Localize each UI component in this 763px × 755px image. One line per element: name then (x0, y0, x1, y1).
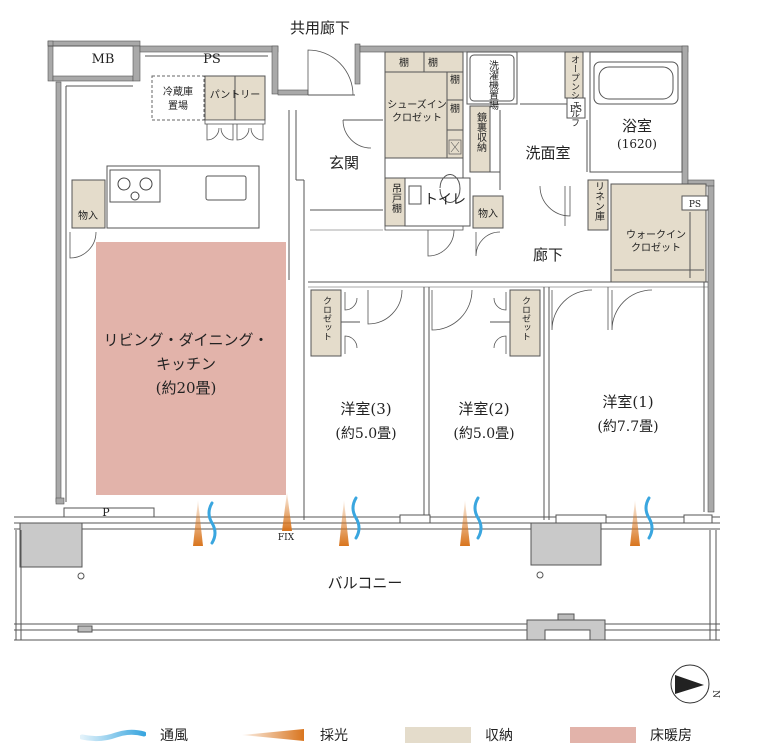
ldk-storage (71, 179, 106, 229)
washer-label: 洗濯機置場 (487, 60, 499, 111)
ldk-label-2: キッチン (156, 355, 216, 373)
mirror-storage-label: 鏡裏収納 (475, 111, 487, 153)
light-icon (242, 729, 304, 741)
common-corridor-label: 共用廊下 (290, 19, 350, 37)
room3-closet-label: クロゼット (321, 296, 332, 341)
legend-light: 採光 (240, 724, 348, 746)
entrance-label: 玄関 (329, 154, 359, 172)
room1-size: (約7.7畳) (597, 419, 658, 435)
room2 (431, 287, 550, 520)
room3-size: (約5.0畳) (335, 426, 396, 442)
fix-label: FIX (278, 533, 295, 543)
north-label: N (710, 690, 720, 698)
bathroom (586, 51, 683, 173)
shoes-closet (384, 51, 464, 231)
legend-light-label: 採光 (320, 728, 348, 744)
shoes-closet-label-1: シューズイン (387, 98, 447, 111)
north-compass (670, 664, 710, 704)
ps-bath (566, 97, 586, 119)
hanging-shelf-label: 吊戸棚 (390, 183, 402, 214)
legend-floor-heating-label: 床暖房 (650, 728, 692, 744)
room2-closet-label: クロゼット (520, 296, 531, 341)
pillar-left (19, 522, 83, 568)
ps-bath-label: PS (570, 105, 582, 115)
floor-plan: 共用廊下 MB PS 冷蔵庫 置場 パントリー 棚 棚 棚 棚 シューズイン ク… (14, 19, 720, 704)
ldk-size-label: (約20畳) (156, 379, 217, 397)
open-shelf-label: オープンシェルフ (569, 55, 580, 127)
room2-name: 洋室(2) (458, 400, 509, 418)
walkin-label-2: クロゼット (631, 242, 681, 254)
ps-label: PS (203, 52, 221, 67)
light-icon (339, 500, 349, 546)
room3 (310, 287, 430, 520)
sink (205, 175, 247, 201)
window-wall (14, 507, 720, 530)
legend-breeze: 通風 (80, 724, 188, 746)
hallway-label: 廊下 (533, 246, 563, 264)
breeze-icon (207, 501, 217, 545)
ldk-storage-label: 物入 (78, 209, 98, 222)
stove (109, 169, 161, 203)
breeze-icon (80, 729, 146, 742)
linen-label: リネン庫 (593, 181, 605, 222)
fridge-label-2: 置場 (168, 99, 188, 112)
legend-floor-heating: 床暖房 (570, 724, 692, 746)
light-icon (282, 492, 292, 531)
room1-name: 洋室(1) (602, 393, 653, 411)
outer-walls (47, 40, 715, 513)
floor-heating-swatch (570, 727, 636, 743)
mb-label: MB (92, 52, 115, 67)
bath-label: 浴室 (622, 117, 652, 135)
legend-storage: 収納 (405, 724, 513, 746)
fridge-label-1: 冷蔵庫 (163, 85, 193, 98)
breeze-markers (207, 496, 654, 545)
shoes-closet-label-2: クロゼット (392, 112, 442, 124)
light-markers (193, 492, 640, 546)
legend: 通風 採光 収納 床暖房 (0, 722, 763, 752)
toilet-label: トイレ (424, 192, 466, 208)
shelf-label-2: 棚 (428, 56, 438, 69)
light-icon (193, 500, 203, 546)
room1 (551, 287, 653, 331)
legend-breeze-label: 通風 (160, 728, 188, 744)
legend-storage-label: 収納 (485, 728, 513, 744)
walkin-closet (610, 183, 709, 283)
light-icon (630, 500, 640, 546)
bath-size-label: (1620) (617, 137, 657, 151)
toilet-room (404, 174, 471, 257)
shelf-label-3: 棚 (450, 73, 460, 86)
shelf-label-1: 棚 (399, 56, 409, 69)
pantry-label: パントリー (210, 89, 261, 101)
ldk-label-1: リビング・ダイニング・ (103, 331, 268, 349)
p-label: P (102, 506, 110, 519)
linen-closet (587, 179, 609, 231)
washroom-label: 洗面室 (525, 144, 570, 162)
room3-name: 洋室(3) (340, 400, 391, 418)
floor-heating-zone (96, 242, 286, 495)
toilet-storage-label: 物入 (478, 207, 498, 220)
pillar-right (530, 522, 602, 566)
breeze-icon (644, 496, 654, 540)
ldk-area (65, 75, 305, 520)
balcony-label: バルコニー (328, 574, 403, 592)
ps-walkin-label: PS (689, 200, 701, 210)
fridge-space (151, 75, 205, 121)
walkin-label-1: ウォークイン (626, 229, 686, 241)
room2-size: (約5.0畳) (453, 426, 514, 442)
storage-swatch (405, 727, 471, 743)
toilet-storage (472, 195, 504, 229)
breeze-icon (473, 496, 483, 540)
breeze-icon (351, 496, 361, 540)
shelf-label-4: 棚 (450, 102, 460, 115)
light-icon (460, 500, 470, 546)
